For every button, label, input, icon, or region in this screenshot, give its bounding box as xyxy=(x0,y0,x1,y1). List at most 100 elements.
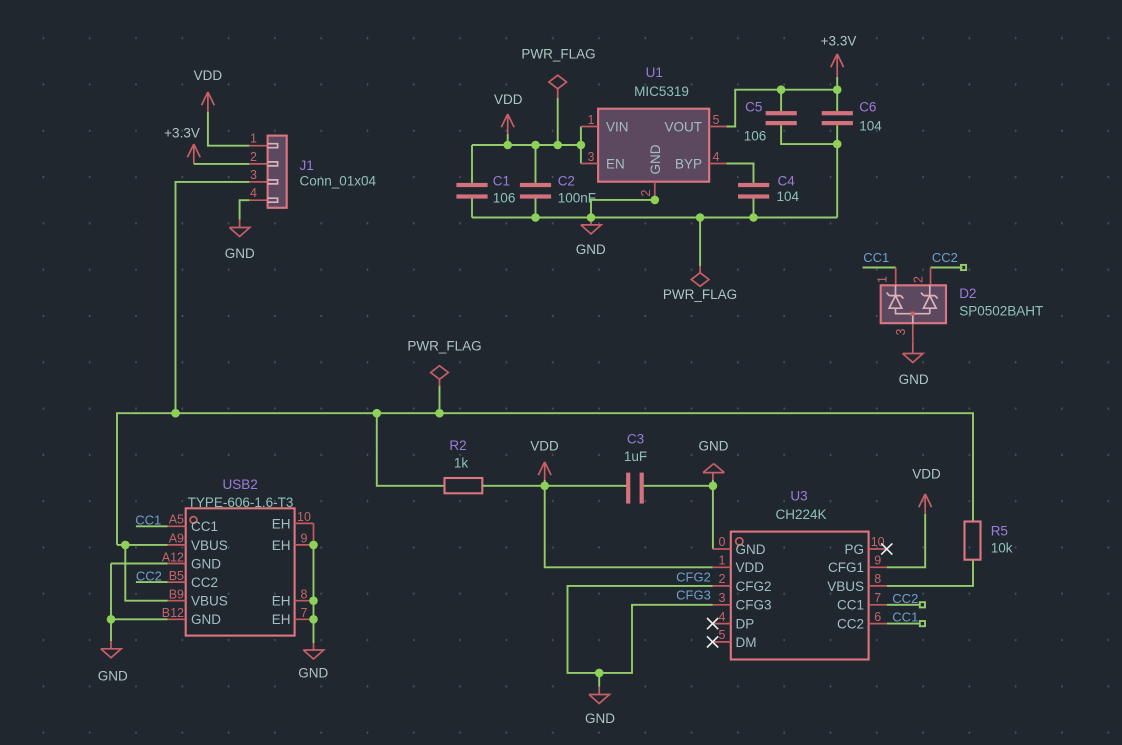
svg-text:9: 9 xyxy=(301,532,308,546)
svg-text:10: 10 xyxy=(297,510,311,524)
svg-text:VBUS: VBUS xyxy=(827,579,864,594)
svg-text:CC2: CC2 xyxy=(136,568,162,583)
svg-text:CFG1: CFG1 xyxy=(828,560,864,575)
svg-text:USB2: USB2 xyxy=(223,477,258,492)
svg-text:CC1: CC1 xyxy=(863,250,889,265)
svg-text:CFG2: CFG2 xyxy=(676,570,711,585)
svg-text:CC2: CC2 xyxy=(191,575,218,590)
svg-text:+3.3V: +3.3V xyxy=(164,126,200,141)
svg-text:EN: EN xyxy=(606,157,625,172)
svg-text:CC1: CC1 xyxy=(191,519,218,534)
svg-text:A9: A9 xyxy=(169,532,184,546)
svg-text:2: 2 xyxy=(250,150,257,164)
svg-text:4: 4 xyxy=(713,150,720,164)
svg-text:MIC5319: MIC5319 xyxy=(634,84,689,99)
svg-text:1: 1 xyxy=(719,554,726,568)
svg-text:EH: EH xyxy=(272,612,291,627)
svg-text:1: 1 xyxy=(876,276,890,283)
svg-text:3: 3 xyxy=(250,168,257,182)
svg-text:C2: C2 xyxy=(558,174,575,189)
svg-text:CC1: CC1 xyxy=(892,610,918,625)
svg-text:GND: GND xyxy=(699,439,729,454)
svg-text:2: 2 xyxy=(719,572,726,586)
svg-text:106: 106 xyxy=(493,191,516,206)
svg-text:CFG3: CFG3 xyxy=(736,598,772,613)
svg-text:GND: GND xyxy=(736,542,766,557)
svg-text:CC2: CC2 xyxy=(892,591,918,606)
svg-text:CFG3: CFG3 xyxy=(676,588,711,603)
svg-text:U3: U3 xyxy=(790,489,807,504)
svg-text:3: 3 xyxy=(894,329,908,336)
svg-text:GND: GND xyxy=(298,666,328,681)
svg-text:GND: GND xyxy=(191,612,221,627)
svg-text:EH: EH xyxy=(272,594,291,609)
svg-text:GND: GND xyxy=(585,711,615,726)
svg-text:7: 7 xyxy=(874,591,881,605)
svg-text:9: 9 xyxy=(874,554,881,568)
svg-text:2: 2 xyxy=(639,190,653,197)
svg-text:GND: GND xyxy=(648,144,663,174)
svg-text:104: 104 xyxy=(777,189,800,204)
svg-text:R5: R5 xyxy=(991,524,1008,539)
svg-text:VDD: VDD xyxy=(736,560,765,575)
svg-text:DM: DM xyxy=(736,635,757,650)
svg-text:5: 5 xyxy=(713,113,720,127)
svg-text:GND: GND xyxy=(899,372,929,387)
svg-text:1uF: 1uF xyxy=(624,449,647,464)
svg-text:C6: C6 xyxy=(859,100,876,115)
svg-text:1: 1 xyxy=(588,113,595,127)
svg-text:100nF: 100nF xyxy=(558,191,596,206)
svg-text:2: 2 xyxy=(912,276,926,283)
svg-text:7: 7 xyxy=(301,606,308,620)
svg-text:PWR_FLAG: PWR_FLAG xyxy=(663,287,737,302)
svg-text:PG: PG xyxy=(844,542,864,557)
svg-text:C3: C3 xyxy=(627,432,644,447)
svg-text:A12: A12 xyxy=(162,550,184,564)
svg-text:CC1: CC1 xyxy=(837,598,864,613)
svg-text:U1: U1 xyxy=(646,65,663,80)
svg-text:104: 104 xyxy=(859,119,882,134)
svg-text:BYP: BYP xyxy=(675,157,702,172)
svg-text:10: 10 xyxy=(871,535,885,549)
svg-text:VDD: VDD xyxy=(530,439,559,454)
svg-text:CH224K: CH224K xyxy=(775,507,826,522)
svg-text:C1: C1 xyxy=(493,174,510,189)
svg-text:D2: D2 xyxy=(959,286,976,301)
svg-text:GND: GND xyxy=(191,556,221,571)
svg-text:B5: B5 xyxy=(169,569,184,583)
svg-text:4: 4 xyxy=(250,186,257,200)
svg-text:VOUT: VOUT xyxy=(664,120,702,135)
svg-text:10k: 10k xyxy=(991,541,1013,556)
svg-text:R2: R2 xyxy=(449,438,466,453)
svg-text:J1: J1 xyxy=(300,158,314,173)
svg-text:TYPE-606-1.6-T3: TYPE-606-1.6-T3 xyxy=(188,495,294,510)
svg-text:PWR_FLAG: PWR_FLAG xyxy=(407,339,481,354)
svg-text:VBUS: VBUS xyxy=(191,594,228,609)
svg-text:EH: EH xyxy=(272,516,291,531)
svg-text:1k: 1k xyxy=(454,456,469,471)
svg-text:4: 4 xyxy=(719,610,726,624)
svg-text:CC2: CC2 xyxy=(837,617,864,632)
svg-text:GND: GND xyxy=(98,669,128,684)
svg-text:0: 0 xyxy=(719,535,726,549)
svg-text:B12: B12 xyxy=(162,606,184,620)
svg-text:Conn_01x04: Conn_01x04 xyxy=(300,173,377,188)
svg-text:5: 5 xyxy=(719,628,726,642)
svg-text:CC1: CC1 xyxy=(135,513,161,528)
svg-text:8: 8 xyxy=(301,588,308,602)
svg-text:CC2: CC2 xyxy=(932,250,958,265)
svg-text:VIN: VIN xyxy=(606,120,629,135)
svg-text:GND: GND xyxy=(576,242,606,257)
svg-text:C5: C5 xyxy=(745,100,762,115)
svg-text:1: 1 xyxy=(250,132,257,146)
svg-text:VDD: VDD xyxy=(494,92,523,107)
svg-text:3: 3 xyxy=(719,591,726,605)
svg-text:CFG2: CFG2 xyxy=(736,579,772,594)
svg-text:8: 8 xyxy=(874,572,881,586)
svg-text:VDD: VDD xyxy=(912,467,941,482)
svg-text:VDD: VDD xyxy=(194,68,223,83)
svg-text:3: 3 xyxy=(588,150,595,164)
svg-text:EH: EH xyxy=(272,538,291,553)
svg-text:6: 6 xyxy=(874,610,881,624)
svg-text:+3.3V: +3.3V xyxy=(821,33,857,48)
